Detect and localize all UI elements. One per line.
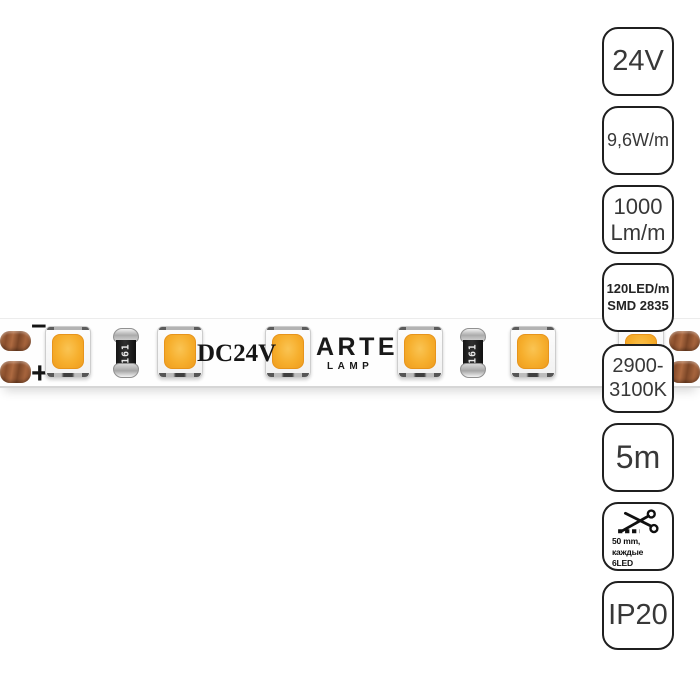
resistor-cap bbox=[113, 363, 139, 378]
printed-voltage-label: DC24V bbox=[197, 340, 277, 367]
solder-pad-right-top bbox=[669, 331, 700, 351]
badge-color-temperature: 2900- 3100K bbox=[602, 344, 674, 413]
led-emitter bbox=[164, 334, 196, 369]
badge-flux-line1: 1000 bbox=[613, 193, 663, 219]
badge-length-text: 5m bbox=[615, 438, 661, 475]
badge-ip-rating: IP20 bbox=[602, 581, 674, 650]
resistor-code-label: 161 bbox=[120, 342, 132, 364]
badge-power: 9,6W/m bbox=[602, 106, 674, 175]
led-chip bbox=[157, 326, 203, 378]
badge-cct-line2: 3100K bbox=[609, 378, 667, 401]
polarity-minus-label: − bbox=[31, 311, 47, 341]
led-chip bbox=[265, 326, 311, 378]
badge-voltage: 24V bbox=[602, 27, 674, 96]
brand-name-label: ARTE bbox=[316, 333, 399, 361]
badge-density-line1: 120LED/m bbox=[606, 280, 670, 296]
solder-pad-left-bottom bbox=[0, 361, 31, 383]
cut-step-line2: 6LED bbox=[612, 557, 633, 568]
led-emitter bbox=[404, 334, 436, 369]
badge-voltage-text: 24V bbox=[612, 45, 664, 78]
solder-pad-left-top bbox=[0, 331, 31, 351]
scissors-icon bbox=[618, 509, 659, 534]
led-emitter bbox=[517, 334, 549, 369]
brand-sub-label: LAMP bbox=[327, 361, 374, 372]
badge-power-text: 9,6W/m bbox=[606, 129, 669, 150]
led-chip bbox=[45, 326, 91, 378]
cut-step-caption: 50 mm, каждые 6LED bbox=[604, 536, 672, 569]
badge-ip-text: IP20 bbox=[608, 599, 668, 632]
resistor: 161 bbox=[113, 328, 139, 378]
badge-flux-line2: Lm/m bbox=[610, 219, 666, 245]
polarity-plus-label: + bbox=[31, 357, 49, 390]
led-emitter bbox=[52, 334, 84, 369]
badge-cut-step: 50 mm, каждые 6LED bbox=[602, 502, 674, 571]
led-emitter bbox=[272, 334, 304, 369]
led-chip bbox=[397, 326, 443, 378]
led-chip bbox=[510, 326, 556, 378]
badge-length: 5m bbox=[602, 423, 674, 492]
resistor-body: 161 bbox=[463, 340, 483, 366]
brand-logo: ARTE LAMP bbox=[313, 333, 399, 373]
badge-led-density: 120LED/m SMD 2835 bbox=[602, 263, 674, 332]
led-strip: − + 161 161 DC24V ARTE LAMP bbox=[0, 313, 700, 390]
resistor-body: 161 bbox=[116, 340, 136, 366]
resistor: 161 bbox=[460, 328, 486, 378]
badge-cct-line1: 2900- bbox=[612, 354, 664, 377]
badge-luminous-flux: 1000 Lm/m bbox=[602, 185, 674, 254]
cut-step-line1: 50 mm, каждые bbox=[612, 535, 644, 557]
resistor-cap bbox=[460, 363, 486, 378]
resistor-code-label: 161 bbox=[467, 342, 479, 364]
solder-pad-right-bottom bbox=[669, 361, 700, 383]
badge-density-line2: SMD 2835 bbox=[607, 297, 669, 313]
